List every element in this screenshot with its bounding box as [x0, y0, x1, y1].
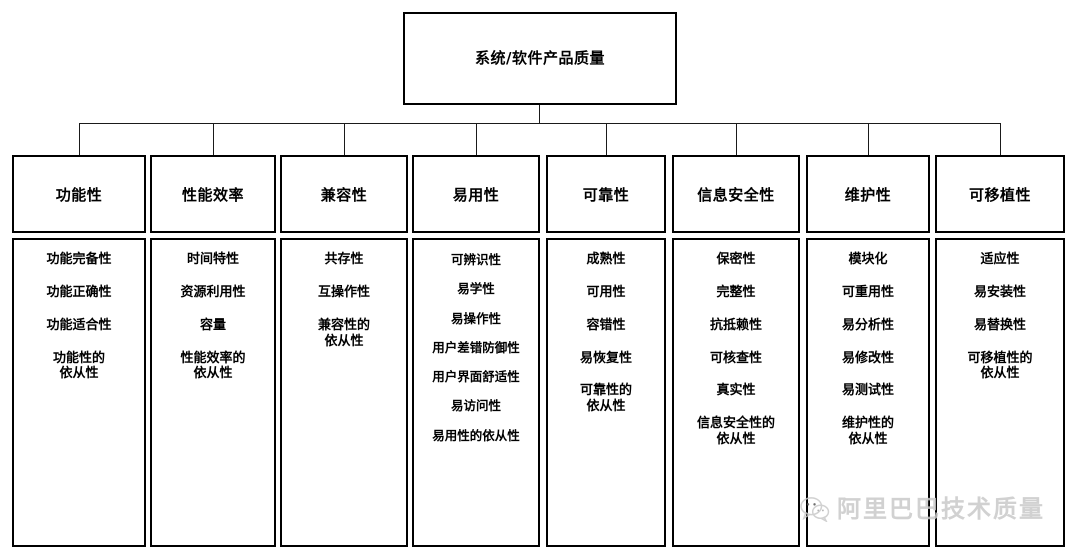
subitem: 保密性 — [716, 252, 756, 267]
category-label: 兼容性 — [320, 185, 368, 204]
subitem-box-5: 成熟性可用性容错性易恢复性可靠性的 依从性 — [546, 238, 666, 547]
category-box-3[interactable]: 兼容性 — [280, 155, 408, 233]
subitem: 完整性 — [716, 284, 756, 300]
category-box-5[interactable]: 可靠性 — [546, 155, 666, 233]
subitem: 模块化 — [848, 252, 888, 267]
subitem: 易替换性 — [973, 317, 1026, 333]
subitem: 易访问性 — [450, 398, 501, 414]
subitem: 易安装性 — [973, 284, 1026, 300]
category-box-7[interactable]: 维护性 — [806, 155, 930, 233]
subitem: 功能完备性 — [46, 252, 112, 267]
subitem: 时间特性 — [186, 252, 239, 267]
category-label: 信息安全性 — [697, 185, 775, 204]
subitem: 真实性 — [716, 383, 756, 399]
subitem: 可核查性 — [709, 350, 762, 366]
category-box-8[interactable]: 可移植性 — [935, 155, 1065, 233]
subitem: 互操作性 — [317, 284, 370, 300]
subitem: 可移植性的 依从性 — [967, 350, 1033, 382]
subitem: 信息安全性的 依从性 — [696, 416, 775, 448]
subitem: 适应性 — [980, 252, 1020, 267]
subitem: 易恢复性 — [579, 350, 632, 366]
subitem-box-2: 时间特性资源利用性容量性能效率的 依从性 — [150, 238, 276, 547]
connector-drop-8 — [1000, 123, 1001, 155]
category-box-2[interactable]: 性能效率 — [150, 155, 276, 233]
category-box-1[interactable]: 功能性 — [12, 155, 146, 233]
subitem: 用户差错防御性 — [432, 339, 520, 355]
subitem: 维护性的 依从性 — [841, 416, 894, 448]
root-node-label: 系统/软件产品质量 — [475, 48, 605, 67]
connector-drop-6 — [736, 123, 737, 155]
connector-drop-2 — [213, 123, 214, 155]
connector-drop-7 — [868, 123, 869, 155]
subitem: 功能适合性 — [46, 317, 112, 333]
subitem: 可辨识性 — [450, 252, 501, 267]
subitem: 抗抵赖性 — [709, 317, 762, 333]
subitem-box-7: 模块化可重用性易分析性易修改性易测试性维护性的 依从性 — [806, 238, 930, 547]
subitem: 共存性 — [324, 252, 364, 267]
category-label: 维护性 — [844, 185, 892, 204]
subitem-box-3: 共存性互操作性兼容性的 依从性 — [280, 238, 408, 547]
subitem: 功能正确性 — [46, 284, 112, 300]
subitem: 易操作性 — [450, 310, 501, 326]
connector-horizontal-bus — [80, 123, 1000, 124]
connector-root-stem — [539, 105, 540, 124]
subitem: 易修改性 — [841, 350, 894, 366]
category-label: 性能效率 — [181, 185, 244, 204]
connector-drop-3 — [344, 123, 345, 155]
subitem: 容错性 — [586, 317, 626, 333]
subitem: 用户界面舒适性 — [432, 369, 520, 384]
connector-drop-1 — [79, 123, 80, 155]
subitem-box-4: 可辨识性易学性易操作性用户差错防御性用户界面舒适性易访问性易用性的依从性 — [412, 238, 540, 547]
category-label: 可移植性 — [968, 185, 1031, 204]
subitem: 兼容性的 依从性 — [317, 317, 370, 349]
connector-drop-5 — [606, 123, 607, 155]
subitem: 易用性的依从性 — [432, 427, 520, 443]
category-label: 可靠性 — [582, 185, 630, 204]
category-box-6[interactable]: 信息安全性 — [672, 155, 800, 233]
category-label: 易用性 — [452, 185, 500, 204]
subitem: 易学性 — [457, 281, 495, 297]
subitem: 功能性的 依从性 — [52, 350, 105, 382]
subitem: 可用性 — [586, 284, 626, 300]
subitem: 易测试性 — [841, 383, 894, 399]
subitem: 易分析性 — [841, 317, 894, 333]
root-node: 系统/软件产品质量 — [403, 12, 677, 105]
connector-drop-4 — [476, 123, 477, 155]
subitem: 资源利用性 — [180, 284, 246, 300]
subitem: 可靠性的 依从性 — [579, 383, 632, 415]
subitem-box-8: 适应性易安装性易替换性可移植性的 依从性 — [935, 238, 1065, 547]
subitem: 容量 — [199, 317, 226, 333]
category-box-4[interactable]: 易用性 — [412, 155, 540, 233]
subitem-box-1: 功能完备性功能正确性功能适合性功能性的 依从性 — [12, 238, 146, 547]
category-label: 功能性 — [55, 185, 103, 204]
subitem-box-6: 保密性完整性抗抵赖性可核查性真实性信息安全性的 依从性 — [672, 238, 800, 547]
subitem: 性能效率的 依从性 — [180, 350, 246, 382]
subitem: 成熟性 — [586, 252, 626, 267]
subitem: 可重用性 — [841, 284, 894, 300]
